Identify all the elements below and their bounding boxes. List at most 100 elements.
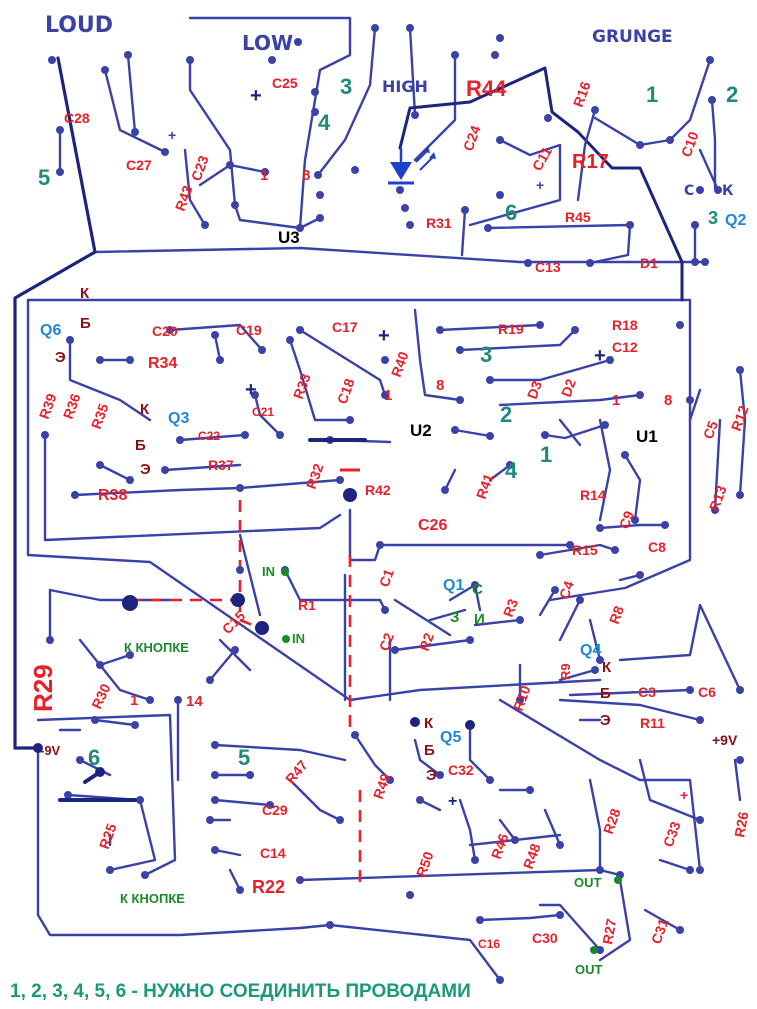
pin-c: С xyxy=(684,183,694,199)
transistor-pin-letters: К Б Э К Б Э К Б Э К Б Э xyxy=(55,285,612,784)
part-label: R49 xyxy=(370,771,394,801)
part-label: R30 xyxy=(88,681,113,711)
part-label: C29 xyxy=(262,802,288,818)
part-label: D2 xyxy=(558,377,579,399)
r17-label: R17 xyxy=(572,151,609,173)
part-label: R13 xyxy=(706,483,730,513)
ic-pin-numbers: 1 8 8 1 1 8 1 14 xyxy=(130,167,672,710)
part-label: R22 xyxy=(252,877,285,897)
plus-mark: + xyxy=(168,127,176,143)
in-label: IN xyxy=(262,564,275,579)
transistor-label-q3: Q3 xyxy=(168,410,189,427)
q2-pin-letters: С К xyxy=(684,183,734,199)
part-label: C1 xyxy=(376,567,397,589)
plus-mark: + xyxy=(680,787,688,803)
pin-k: К xyxy=(602,659,612,676)
wire-number-4: 4 xyxy=(318,110,331,135)
led-icon xyxy=(388,146,436,185)
part-label: R48 xyxy=(520,841,544,871)
chip-label-u1: U1 xyxy=(636,427,658,446)
pin-number-1: 1 xyxy=(260,167,268,184)
plus-mark: + xyxy=(448,793,457,810)
part-label: R9 xyxy=(558,663,573,680)
part-label: C16 xyxy=(478,937,500,951)
pin-b: Б xyxy=(135,437,146,454)
wire-number-5: 5 xyxy=(38,165,50,190)
transistor-label-q2: Q2 xyxy=(725,212,746,229)
part-label: R15 xyxy=(572,542,598,558)
plus-mark: + xyxy=(536,177,544,193)
wire-number-6: 6 xyxy=(88,745,100,770)
connection-numbers: 5 3 4 1 2 6 3 3 2 1 4 5 6 xyxy=(38,74,738,770)
wire-number-5: 5 xyxy=(238,745,250,770)
plus-mark: + xyxy=(594,345,606,367)
part-label: D1 xyxy=(640,255,658,271)
r44-label: R44 xyxy=(466,76,507,101)
part-label: R27 xyxy=(599,917,619,945)
part-label: C2 xyxy=(376,631,397,653)
part-label: R46 xyxy=(488,831,512,861)
pin-number-14: 14 xyxy=(186,693,203,710)
part-label: R47 xyxy=(282,757,311,787)
pin-number-8: 8 xyxy=(664,392,672,409)
part-label: D3 xyxy=(524,379,545,401)
part-label: C9 xyxy=(616,509,637,531)
pin-e: Э xyxy=(140,461,151,478)
pin-b: Б xyxy=(80,315,91,332)
pin-number-1: 1 xyxy=(384,387,392,404)
part-label: C32 xyxy=(448,762,474,778)
part-label: C19 xyxy=(236,322,262,338)
pin-k: К xyxy=(424,715,434,732)
plus-9v-label: +9V xyxy=(712,732,738,748)
part-label: R31 xyxy=(426,215,452,231)
plus-mark: + xyxy=(250,85,262,107)
part-label: C20 xyxy=(152,323,178,339)
part-label: R40 xyxy=(388,349,412,379)
pin-e: Э xyxy=(600,712,611,729)
part-label: R42 xyxy=(365,482,391,498)
part-label: C33 xyxy=(660,819,684,849)
transistor-label-q4: Q4 xyxy=(580,642,601,659)
pin-e: Э xyxy=(426,767,437,784)
in-label: IN xyxy=(292,631,305,646)
part-label: C18 xyxy=(334,376,358,406)
part-label: C25 xyxy=(272,75,298,91)
q1-pin-letters: С З И xyxy=(450,581,485,628)
part-label: C22 xyxy=(198,429,220,443)
part-label: C28 xyxy=(64,110,90,126)
wire-number-2: 2 xyxy=(500,402,512,427)
part-label: R45 xyxy=(565,209,591,225)
part-label: C3 xyxy=(638,684,656,700)
part-label: R8 xyxy=(606,604,627,626)
pcb-traces xyxy=(13,16,747,982)
wiring-caption: 1, 2, 3, 4, 5, 6 - НУЖНО СОЕДИНИТЬ ПРОВО… xyxy=(10,981,471,1002)
wire-number-2: 2 xyxy=(726,82,738,107)
part-label: R43 xyxy=(172,183,196,213)
part-label: R25 xyxy=(96,821,120,851)
part-designators: C28 C27 C23 R43 C25 C24 C11 R31 R45 C13 … xyxy=(36,75,752,951)
part-label: R32 xyxy=(303,461,327,491)
plus-mark: + xyxy=(378,325,390,347)
pin-k: К xyxy=(80,285,90,302)
pin-k: К xyxy=(140,401,150,418)
green-pads xyxy=(281,568,622,954)
part-label: C26 xyxy=(418,517,447,534)
loud-label: LOUD xyxy=(45,13,113,38)
part-label: R26 xyxy=(731,810,751,838)
wire-number-1: 1 xyxy=(540,442,552,467)
component-bodies xyxy=(58,438,367,802)
part-label: R12 xyxy=(728,403,752,433)
wire-number-3: 3 xyxy=(340,74,352,99)
part-label: C31 xyxy=(648,916,672,946)
out-label: OUT xyxy=(574,875,602,890)
part-label: C21 xyxy=(252,405,274,419)
pin-number-1: 1 xyxy=(130,692,138,709)
pin-number-1: 1 xyxy=(612,392,620,409)
part-label: C14 xyxy=(260,845,286,861)
wire-number-3: 3 xyxy=(480,342,492,367)
pin-k: К xyxy=(722,183,734,199)
part-label: C13 xyxy=(535,259,561,275)
part-label: R11 xyxy=(640,715,665,731)
chip-label-u3: U3 xyxy=(278,228,300,247)
